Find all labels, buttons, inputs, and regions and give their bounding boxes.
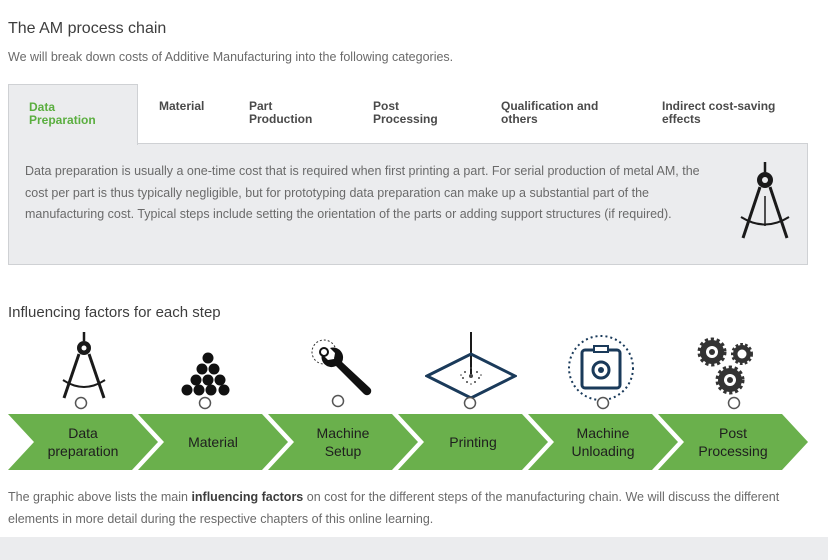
- powder-spheres-icon: [181, 352, 230, 410]
- process-chain-arrows: [8, 414, 808, 470]
- tab-label-line2: others: [501, 112, 538, 126]
- build-plate-cycle-icon: [568, 335, 634, 410]
- chevron-material: [138, 414, 288, 470]
- tab-label-line2: Preparation: [29, 113, 96, 127]
- chevron-printing: [398, 414, 548, 470]
- tab-label-line2: Production: [249, 112, 313, 126]
- factor-icons: [0, 330, 828, 410]
- tab-qualification-others[interactable]: Qualification and others: [501, 84, 641, 143]
- chevron-post-processing: [658, 414, 808, 470]
- chevron-machine-unloading: [528, 414, 678, 470]
- step-label-printing: Printing: [449, 434, 497, 450]
- tab-panel-text: Data preparation is usually a one-time c…: [25, 164, 700, 221]
- bottom-bar: [0, 537, 828, 560]
- tab-label-line2: effects: [662, 112, 701, 126]
- tab-label-line1: Qualification and: [501, 99, 599, 113]
- tab-post-processing[interactable]: Post Processing: [373, 84, 473, 143]
- tab-label-line1: Post: [373, 99, 400, 113]
- tab-label-line1: Data: [29, 100, 56, 114]
- tab-label-line2: Processing: [373, 112, 438, 126]
- page-subtitle: We will break down costs of Additive Man…: [8, 50, 454, 64]
- tab-label-line1: Material: [159, 99, 205, 113]
- tab-part-production[interactable]: Part Production: [249, 84, 349, 143]
- chevron-data-preparation: [8, 414, 158, 470]
- factors-title: Influencing factors for each step: [8, 304, 221, 321]
- tab-panel: Data preparation is usually a one-time c…: [8, 143, 808, 265]
- wrench-icon: [311, 339, 372, 408]
- tab-label-line1: Part: [249, 99, 273, 113]
- compass-icon: [62, 332, 106, 410]
- tab-indirect-cost-saving[interactable]: Indirect cost-saving effects: [662, 84, 807, 143]
- gears-icon: [697, 337, 753, 410]
- compass-icon: [740, 162, 790, 239]
- laser-melting-icon: [425, 332, 517, 410]
- tab-data-preparation[interactable]: Data Preparation: [8, 84, 138, 145]
- step-label-material: Material: [188, 434, 238, 450]
- tab-label-line1: Indirect cost-saving: [662, 99, 776, 113]
- tab-material[interactable]: Material: [159, 84, 239, 143]
- page-title: The AM process chain: [8, 20, 167, 37]
- category-tabs: Data Preparation Material Part Productio…: [8, 84, 808, 145]
- chevron-machine-setup: [268, 414, 418, 470]
- footer-text: The graphic above lists the main influen…: [8, 490, 780, 526]
